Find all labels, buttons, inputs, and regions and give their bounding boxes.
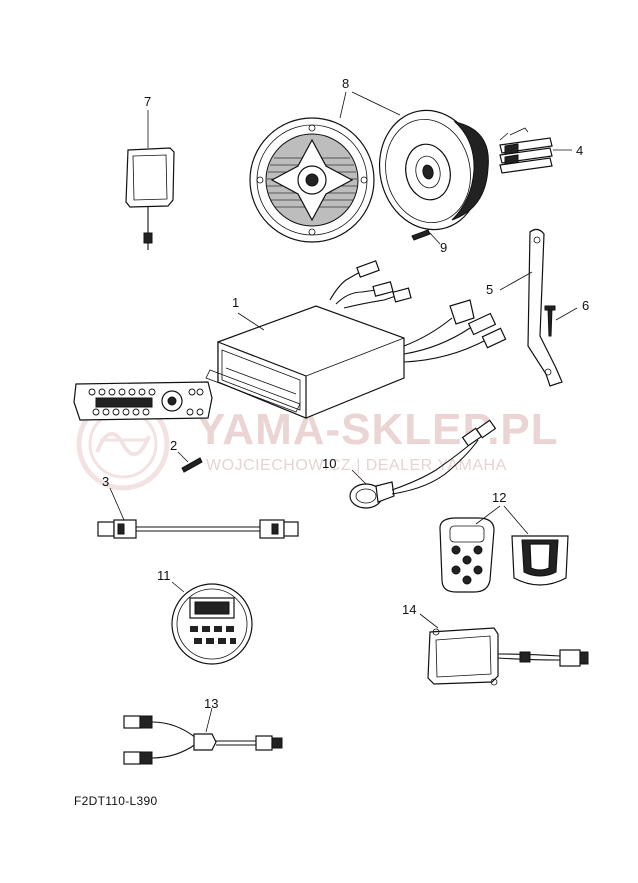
callout-2: 2: [170, 438, 177, 453]
callout-8: 8: [342, 76, 349, 91]
callout-6: 6: [582, 298, 589, 313]
part-12-wireless-remote: [439, 517, 495, 593]
callout-5: 5: [486, 282, 493, 297]
part-2-screw: [177, 451, 203, 473]
part-7-remote-module: [125, 110, 175, 250]
leader-8a: [339, 91, 347, 119]
callout-4: 4: [576, 143, 583, 158]
part-6-screw: [544, 305, 578, 337]
part-10-usb-port: [349, 419, 497, 509]
watermark: YAMA-SKLEP.PL WOJCIECHOWICZ | DEALER YAM…: [76, 397, 559, 491]
part-8-speaker-driver: [378, 109, 489, 231]
leader-8b: [351, 91, 401, 116]
callout-9: 9: [440, 240, 447, 255]
callout-11: 11: [157, 568, 171, 583]
callout-12: 12: [492, 490, 506, 505]
callout-7: 7: [144, 94, 151, 109]
watermark-subtitle: WOJCIECHOWICZ | DEALER YAMAHA: [206, 457, 507, 474]
callout-14: 14: [402, 602, 416, 617]
part-13-y-splitter-cable: [123, 707, 283, 765]
part-5-mounting-bracket: [499, 228, 563, 387]
part-8-speaker-grille: [249, 117, 375, 243]
faceplate-panel: [73, 381, 213, 421]
part-9-screw: [411, 229, 441, 245]
watermark-title: YAMA-SKLEP.PL: [196, 405, 559, 454]
callout-1: 1: [232, 295, 239, 310]
callout-3: 3: [102, 474, 109, 489]
part-11-round-display: [171, 581, 253, 665]
part-14-interface-module: [419, 613, 589, 686]
part-3-extension-cable: [97, 487, 299, 539]
callout-13: 13: [204, 696, 218, 711]
callout-10: 10: [322, 456, 336, 471]
part-12-remote-holder: [475, 505, 569, 586]
part-4-connector-kit: [499, 127, 572, 174]
part-1-stereo-head-unit: [205, 260, 507, 419]
drawing-code: F2DT110-L390: [74, 794, 158, 808]
